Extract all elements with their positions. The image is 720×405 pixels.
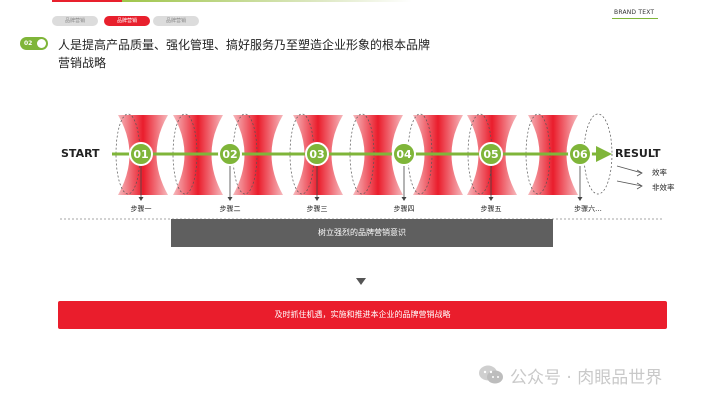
brand-text: BRAND TEXT (614, 9, 655, 16)
step-number: 02 (222, 148, 237, 161)
tab-2-active[interactable]: 品牌营销 (104, 16, 150, 26)
step-number: 03 (309, 148, 324, 161)
step-connector-arrow (314, 197, 320, 201)
step-node-06 (568, 142, 592, 166)
step-label: 步骤三 (307, 204, 328, 213)
step-label: 步骤五 (481, 204, 502, 213)
step-number: 05 (483, 148, 498, 161)
step-node-04 (392, 142, 416, 166)
result-label: RESULT (615, 147, 661, 160)
step-number: 04 (396, 148, 412, 161)
start-label: START (61, 147, 100, 160)
step-label: 步骤六... (574, 204, 602, 213)
step-connector-arrow (488, 197, 494, 201)
section-number: 02 (24, 40, 33, 47)
outcome-inefficient: 非效率 (652, 182, 675, 192)
top-accent-red (52, 0, 122, 2)
top-accent-green (122, 0, 412, 2)
step-connector-arrow (577, 197, 583, 201)
outcome-arrows (616, 165, 643, 190)
tab-1[interactable]: 品牌营销 (52, 16, 98, 26)
step-number: 01 (133, 148, 148, 161)
top-accent-line (52, 0, 412, 2)
step-connector-arrow (401, 197, 407, 201)
down-arrow-icon (356, 278, 366, 285)
brand-underline (612, 18, 658, 19)
tab-3[interactable]: 品牌营销 (153, 16, 199, 26)
process-diagram: 01 02 03 04 05 06 步骤一 步骤二 步骤三 步骤四 步骤五 步骤六... START… (60, 113, 675, 220)
step-label: 步骤二 (220, 204, 241, 213)
section-number-toggle: 02 (20, 37, 48, 50)
step-connector-arrow (138, 197, 144, 201)
step-node-03 (305, 142, 329, 166)
awareness-bar: 树立强烈的品牌营销意识 (171, 219, 553, 247)
wechat-icon (479, 365, 503, 384)
step-number: 06 (572, 148, 588, 161)
strategy-bar: 及时抓住机遇，实施和推进本企业的品牌营销战略 (58, 301, 667, 329)
step-label: 步骤四 (394, 204, 415, 213)
watermark: 公众号 · 肉眼品世界 (478, 364, 663, 388)
outcome-efficient: 效率 (652, 167, 667, 177)
step-connector-arrow (227, 197, 233, 201)
step-node-01 (129, 142, 153, 166)
step-node-02 (218, 142, 242, 166)
step-node-05 (479, 142, 503, 166)
step-label: 步骤一 (131, 204, 152, 213)
page-headline: 人是提高产品质量、强化管理、搞好服务乃至塑造企业形象的根本品牌营销战略 (58, 38, 431, 70)
process-arrowhead (596, 146, 612, 162)
watermark-text: 公众号 · 肉眼品世界 (510, 367, 663, 388)
toggle-knob (37, 39, 46, 48)
